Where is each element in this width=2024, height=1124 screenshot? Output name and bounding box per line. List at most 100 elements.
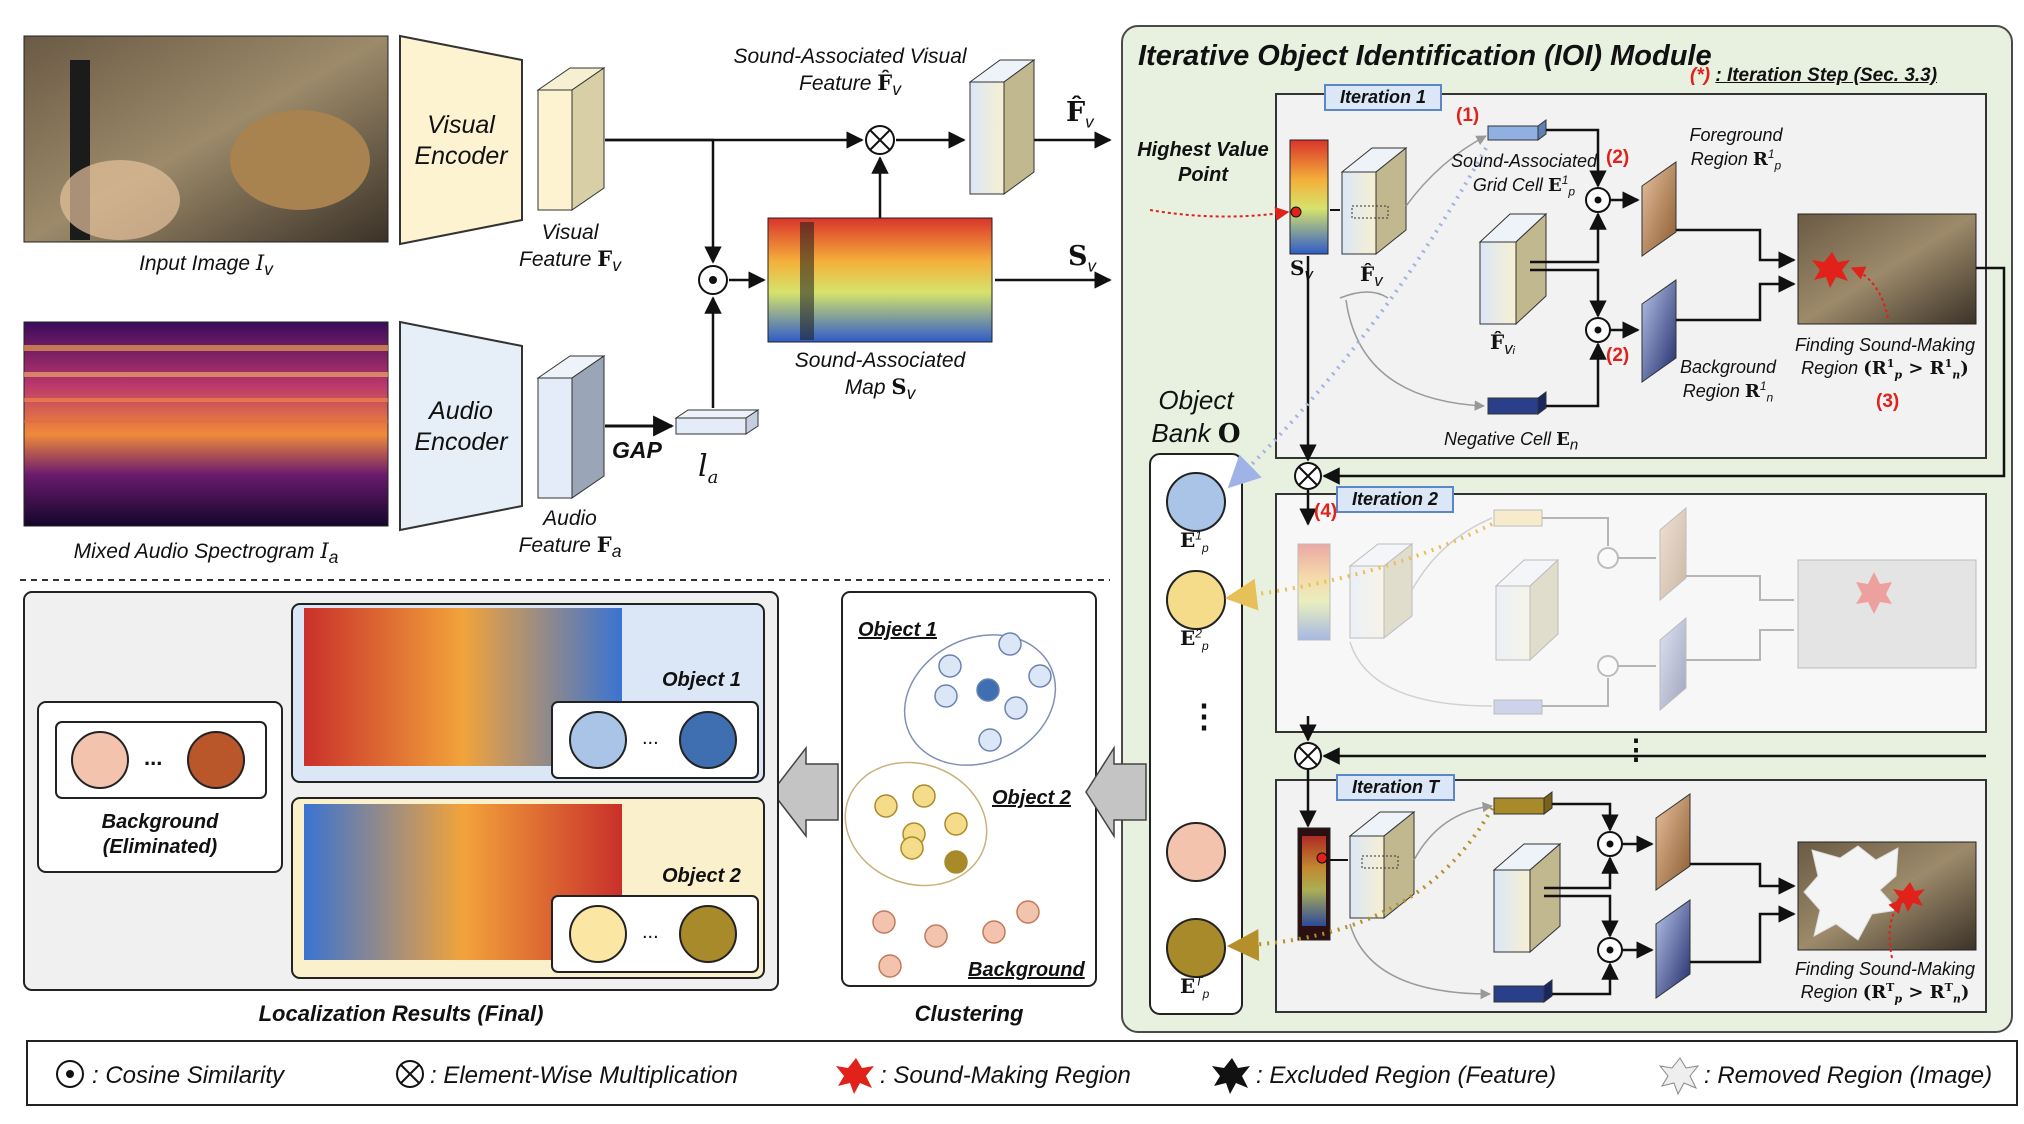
visual-encoder (399, 34, 523, 246)
iter1-fvi-label: F̂vi (1490, 330, 1515, 358)
bg-dark-circle (187, 731, 245, 789)
background-points (872, 900, 1040, 978)
bg-light-circle (71, 731, 129, 789)
iter-multiply-1 (1294, 462, 1322, 490)
background-eliminated-label: Background(Eliminated) (101, 811, 219, 858)
legend-excluded: : Excluded Region (Feature) (1256, 1062, 1557, 1089)
result-object1-dark (679, 711, 737, 769)
audio-spectrogram (23, 321, 389, 527)
output-fv-label: F̂v (1066, 97, 1094, 132)
legend-excluded-icon (1212, 1058, 1250, 1094)
bank-e1-circle (1166, 472, 1226, 532)
input-image-label: Input Image Iv (139, 251, 273, 280)
cosine-op-main (698, 265, 728, 295)
bank-to-clustering-arrow (1085, 745, 1147, 839)
result-object1-ellipsis: ... (642, 727, 659, 749)
iterT-fv-cube (1348, 810, 1416, 920)
iterT-cosine-fg (1597, 831, 1623, 857)
bank-e2-circle (1166, 570, 1226, 630)
bank-bg-circle (1166, 822, 1226, 882)
bank-e2-label: E2p (1180, 626, 1209, 653)
ioi-title: Iterative Object Identification (IOI) Mo… (1138, 40, 1712, 72)
spectrogram-label: Mixed Audio Spectrogram Ia (73, 539, 339, 568)
result-object2-label: Object 2 (662, 865, 741, 887)
iterationT-label: Iteration T (1336, 774, 1456, 801)
clustering-caption: Clustering (914, 1001, 1024, 1026)
cluster-object2-label: Object 2 (992, 787, 1071, 809)
iteration2-box (1275, 493, 1987, 733)
iterT-fvi-cube (1492, 842, 1562, 954)
audio-feature-cube (536, 355, 606, 499)
iterT-negative-cell (1493, 979, 1553, 1003)
legend: : Cosine Similarity : Element-Wise Multi… (26, 1040, 2018, 1106)
visual-feature-cube (536, 67, 606, 211)
iter1-background-region (1641, 279, 1677, 383)
audio-encoder (399, 320, 523, 532)
iterT-sound-region-star (1893, 882, 1925, 912)
iter1-foreground-region (1641, 161, 1677, 257)
iter1-fv-label: F̂v (1360, 262, 1383, 290)
gap-label: GAP (612, 437, 662, 463)
step3-label: (3) (1876, 391, 1900, 412)
result-object2-dark (679, 905, 737, 963)
result-object2-ellipsis: ... (642, 921, 659, 943)
legend-cosine: : Cosine Similarity (92, 1062, 285, 1089)
iterT-cosine-bg (1597, 937, 1623, 963)
iter1-cosine-fg (1585, 187, 1611, 213)
iteration2-label: Iteration 2 (1336, 486, 1455, 513)
sound-associated-map (767, 217, 993, 343)
object2-cluster-ellipse (844, 761, 988, 887)
result-object1-light (569, 711, 627, 769)
legend-removed: : Removed Region (Image) (1704, 1062, 1993, 1089)
clustering-to-results-arrow (771, 745, 839, 839)
iter1-fvi-cube (1478, 212, 1548, 326)
audio-vector-la (674, 409, 760, 435)
iter1-sv-map (1289, 139, 1329, 255)
iterT-removed-region (1803, 845, 1899, 941)
result-object2-light (569, 905, 627, 963)
bg-ellipsis: ... (144, 745, 163, 770)
legend-multiply-icon (396, 1060, 424, 1088)
legend-removed-icon (1658, 1057, 1700, 1096)
iter1-sv-label: Sv (1290, 256, 1313, 284)
step1-label: (1) (1456, 105, 1480, 126)
bank-eT-label: ETp (1180, 974, 1210, 1001)
object1-points (934, 632, 1052, 752)
iter1-sound-region-star (1812, 252, 1850, 288)
iter1-negative-cell (1487, 391, 1547, 415)
iterT-background-region (1655, 899, 1691, 999)
iter1-fv-cube (1340, 146, 1408, 256)
la-label: la (698, 449, 719, 488)
results-caption: Localization Results (Final) (258, 1001, 544, 1026)
iter1-grid-cell (1487, 119, 1547, 141)
step2b-label: (2) (1606, 345, 1630, 366)
result-object1-label: Object 1 (662, 669, 741, 691)
iteration1-label: Iteration 1 (1324, 84, 1443, 111)
iterT-foreground-region (1655, 793, 1691, 891)
output-sv-label: Sv (1068, 241, 1096, 276)
iteration-note: (*) : Iteration Step (Sec. 3.3) (1690, 65, 1938, 86)
iterT-grid-cell (1493, 791, 1553, 815)
legend-sound-region: : Sound-Making Region (880, 1062, 1131, 1089)
sav-feature-cube (968, 59, 1036, 195)
bank-dots: ⋮ (1188, 698, 1220, 734)
bank-e1-label: E1p (1180, 528, 1209, 555)
object2-points (874, 784, 968, 874)
legend-sound-region-icon (836, 1058, 874, 1094)
iter-multiply-2 (1294, 742, 1322, 770)
legend-cosine-icon (56, 1060, 84, 1088)
